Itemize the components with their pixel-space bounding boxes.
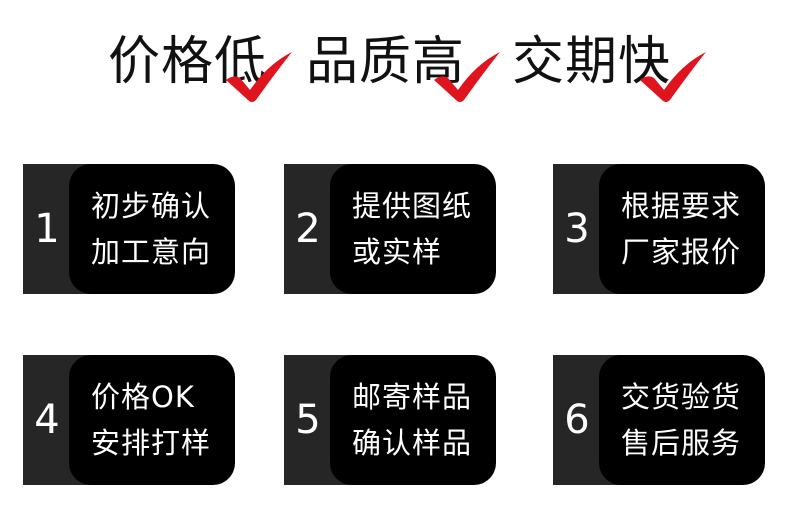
step-card: 价格OK 安排打样 <box>69 355 235 485</box>
step-line-1: 初步确认 <box>91 189 212 223</box>
step-line-2: 厂家报价 <box>621 235 742 269</box>
step-line-2: 安排打样 <box>91 426 212 460</box>
step-line-2: 或实样 <box>352 235 443 269</box>
check-icon <box>640 52 706 102</box>
step-card: 提供图纸 或实样 <box>330 164 496 294</box>
step-2: 2 提供图纸 或实样 <box>284 164 496 294</box>
step-3: 3 根据要求 厂家报价 <box>553 164 765 294</box>
step-5: 5 邮寄样品 确认样品 <box>284 355 496 485</box>
step-number: 4 <box>34 397 60 443</box>
step-line-1: 价格OK <box>91 380 195 414</box>
step-6: 6 交货验货 售后服务 <box>553 355 765 485</box>
step-card: 邮寄样品 确认样品 <box>330 355 496 485</box>
step-number: 3 <box>564 206 590 252</box>
step-1: 1 初步确认 加工意向 <box>23 164 235 294</box>
headline: 价格低 品质高 交期快 <box>0 0 790 130</box>
step-card: 根据要求 厂家报价 <box>599 164 765 294</box>
step-line-2: 确认样品 <box>352 426 473 460</box>
step-card: 交货验货 售后服务 <box>599 355 765 485</box>
step-line-1: 提供图纸 <box>352 189 473 223</box>
step-number: 2 <box>295 206 321 252</box>
step-line-2: 加工意向 <box>91 235 212 269</box>
step-line-2: 售后服务 <box>621 426 742 460</box>
step-number: 1 <box>34 206 60 252</box>
step-line-1: 交货验货 <box>621 380 742 414</box>
step-number: 6 <box>564 397 590 443</box>
step-number: 5 <box>295 397 321 443</box>
step-4: 4 价格OK 安排打样 <box>23 355 235 485</box>
step-line-1: 邮寄样品 <box>352 380 473 414</box>
step-card: 初步确认 加工意向 <box>69 164 235 294</box>
step-line-1: 根据要求 <box>621 189 742 223</box>
check-icon <box>226 52 292 102</box>
check-icon <box>434 52 500 102</box>
